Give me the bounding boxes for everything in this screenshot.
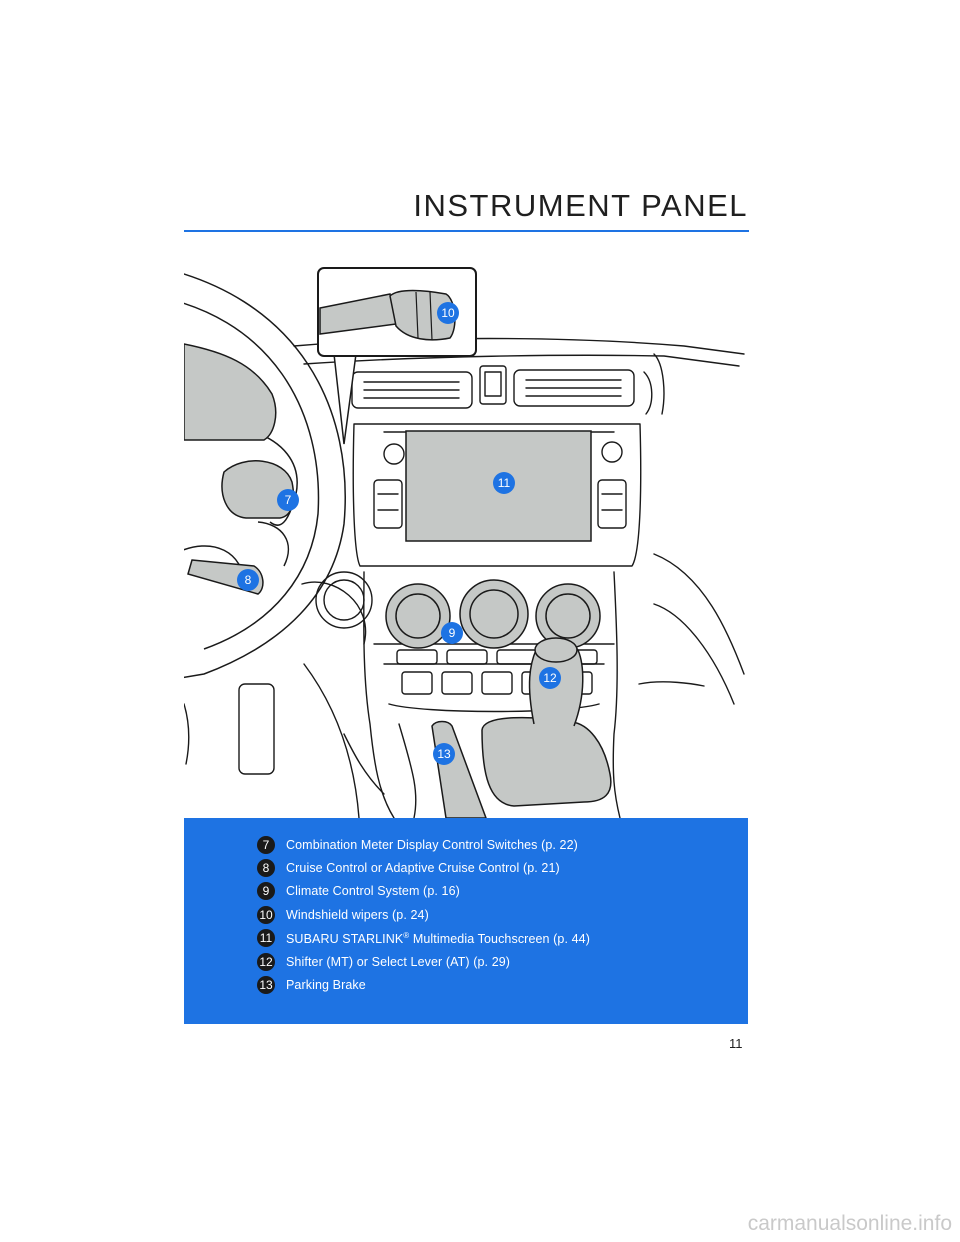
legend-label: Combination Meter Display Control Switch… [286, 837, 578, 852]
legend-panel: 7 Combination Meter Display Control Swit… [184, 818, 748, 1024]
legend-label-rest: Multimedia Touchscreen (p. 44) [409, 931, 590, 946]
legend-label: Parking Brake [286, 978, 366, 993]
legend-item: 13 Parking Brake [257, 973, 590, 996]
callout-12: 12 [539, 667, 561, 689]
legend-number-badge: 7 [257, 835, 275, 854]
callout-11: 11 [493, 472, 515, 494]
svg-text:11: 11 [498, 476, 511, 490]
svg-text:13: 13 [437, 747, 451, 761]
registered-mark: ® [403, 930, 410, 940]
legend-list: 7 Combination Meter Display Control Swit… [257, 833, 590, 997]
callout-8: 8 [237, 569, 259, 591]
legend-item: 11 SUBARU STARLINK® Multimedia Touchscre… [257, 927, 590, 950]
legend-label: Shifter (MT) or Select Lever (AT) (p. 29… [286, 954, 511, 969]
instrument-panel-illustration: 10 11 7 8 9 12 13 [184, 254, 748, 818]
legend-label: Windshield wipers (p. 24) [286, 907, 429, 922]
legend-item: 7 Combination Meter Display Control Swit… [257, 833, 590, 856]
legend-label: Cruise Control or Adaptive Cruise Contro… [286, 861, 560, 876]
svg-text:12: 12 [543, 671, 557, 685]
legend-item: 12 Shifter (MT) or Select Lever (AT) (p.… [257, 950, 590, 973]
legend-label: Climate Control System (p. 16) [286, 884, 460, 899]
svg-text:9: 9 [449, 626, 456, 640]
callout-13: 13 [433, 743, 455, 765]
page-title: INSTRUMENT PANEL [413, 188, 748, 223]
legend-number-badge: 13 [257, 976, 275, 995]
watermark: carmanualsonline.info [747, 1212, 952, 1235]
legend-item: 10 Windshield wipers (p. 24) [257, 903, 590, 926]
legend-item: 8 Cruise Control or Adaptive Cruise Cont… [257, 856, 590, 879]
legend-number-badge: 10 [257, 905, 275, 924]
legend-number-badge: 12 [257, 952, 275, 971]
svg-text:8: 8 [245, 573, 252, 587]
legend-label: SUBARU STARLINK® Multimedia Touchscreen … [286, 931, 590, 946]
title-divider [184, 230, 749, 232]
callout-7: 7 [277, 489, 299, 511]
page-number: 11 [729, 1036, 743, 1051]
legend-item: 9 Climate Control System (p. 16) [257, 880, 590, 903]
legend-number-badge: 8 [257, 859, 275, 878]
legend-number-badge: 11 [257, 929, 275, 948]
svg-text:7: 7 [285, 493, 292, 507]
callout-9: 9 [441, 622, 463, 644]
legend-number-badge: 9 [257, 882, 275, 901]
svg-text:10: 10 [441, 306, 455, 320]
callout-10: 10 [437, 302, 459, 324]
legend-label-brand: SUBARU STARLINK [286, 931, 404, 946]
